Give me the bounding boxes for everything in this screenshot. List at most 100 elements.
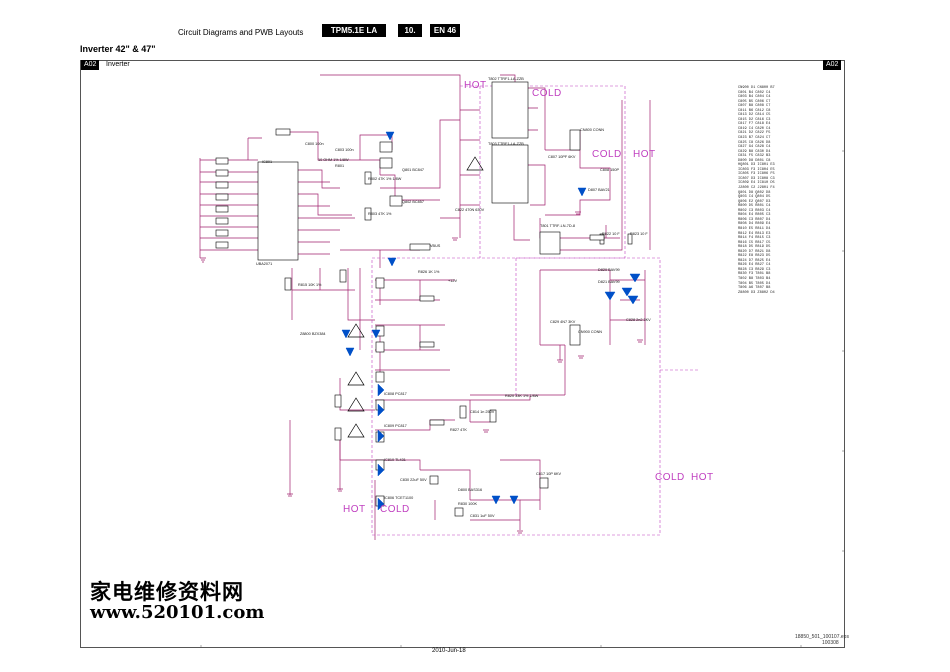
component-label: IC801 xyxy=(262,160,273,164)
parts-row: R816 C5 R817 C5 xyxy=(738,240,771,245)
parts-row: Z8800 D3 Z8802 D4 xyxy=(738,290,775,295)
component-label: D807 BAV21 xyxy=(588,188,610,192)
parts-row: C819 C4 C820 C4 xyxy=(738,126,771,131)
component-label: R826 1K 1% xyxy=(418,270,440,274)
component-label: C800 100n xyxy=(305,142,324,146)
parts-row: R824 D7 R825 E4 xyxy=(738,258,771,263)
parts-row: C817 F7 C818 E4 xyxy=(738,122,771,127)
component-label: IC810 TL431 xyxy=(384,458,406,462)
component-label: 10 OHM 1% 1/8W xyxy=(318,158,349,162)
component-label: R801 xyxy=(335,164,345,168)
parts-row: C805 B5 C806 C7 xyxy=(738,99,771,104)
parts-row: C823 B7 C824 C7 xyxy=(738,136,771,141)
footer-file-code: 18850_501_100107.eps xyxy=(795,634,849,640)
transformer-t802 xyxy=(491,81,529,139)
component-label: C829 4N7 3KV xyxy=(550,320,576,324)
zone-hot-right: HOT xyxy=(691,472,714,483)
component-label: UBA2071 xyxy=(256,262,273,266)
component-label: C828 2n2 3KV xyxy=(626,318,651,322)
component-label: T803 TTRF1-LA-ZZB xyxy=(488,142,524,146)
component-label: Z8800 BZX384 xyxy=(300,332,326,336)
component-label: C807 10PF 6KV xyxy=(548,155,576,159)
components xyxy=(215,81,633,517)
component-label: C822 470N 630V xyxy=(455,208,485,212)
parts-row: R804 E4 R805 C3 xyxy=(738,213,771,218)
component-label: R820 33K 1% 1/8W xyxy=(505,394,539,398)
parts-row: C807 B8 C808 C7 xyxy=(738,104,771,109)
component-label: CN900 CONN xyxy=(578,330,603,334)
parts-row: C801 B4 C802 C4 xyxy=(738,90,771,95)
parts-row: IC803 F3 IC804 E5 xyxy=(738,167,775,172)
frame-tag-left: A02 xyxy=(81,60,100,70)
component-label: C814 1n 250V xyxy=(470,410,495,414)
parts-row: C811 B6 C812 C8 xyxy=(738,108,771,113)
parts-row: R808 D4 R809 E4 xyxy=(738,222,771,227)
component-label: D820 BAV99 xyxy=(598,268,620,272)
parts-row: R826 E4 R827 C4 xyxy=(738,263,771,268)
zone-cold-mid: COLD xyxy=(592,149,622,160)
footer-date: 2010-Jun-18 xyxy=(432,648,466,654)
parts-row: R830 F3 T801 B8 xyxy=(738,272,771,277)
component-label: CN800 CONN xyxy=(580,128,605,132)
parts-row: HQ801 D3 IC801 E3 xyxy=(738,163,775,168)
parts-row: J2800 C2 J2801 F4 xyxy=(738,186,775,191)
parts-row: IC805 F3 IC806 F5 xyxy=(738,172,775,177)
zone-cold-top: COLD xyxy=(532,88,562,99)
parts-row: C815 D2 C816 C3 xyxy=(738,117,771,122)
parts-row: C831 F5 C832 B3 xyxy=(738,154,771,159)
parts-row: C803 B4 C804 C4 xyxy=(738,95,771,100)
component-label: C831 1uF 50V xyxy=(470,514,495,518)
zone-cold-bottom: COLD xyxy=(380,504,410,515)
parts-row: Q801 D8 Q802 D8 xyxy=(738,190,771,195)
parts-row: Q806 E2 Q807 D3 xyxy=(738,199,771,204)
ic801-body xyxy=(257,161,299,261)
component-label: VBUS xyxy=(430,244,441,248)
component-label: R822 10 F xyxy=(602,232,620,236)
watermark-url: www.520101.com xyxy=(90,602,265,623)
parts-row: R818 D5 R819 D5 xyxy=(738,245,771,250)
component-label: D800 BAS316 xyxy=(458,488,483,492)
isolation-boundaries xyxy=(371,85,700,536)
schematic-frame xyxy=(80,60,845,648)
component-label: R830 100K xyxy=(458,502,477,506)
ground-symbols xyxy=(200,211,643,534)
footer-number: 100308 xyxy=(822,640,839,646)
zone-cold-right: COLD xyxy=(655,472,685,483)
component-label: IC809 PC817 xyxy=(384,424,407,428)
component-label: Q801 BC847 xyxy=(402,168,424,172)
parts-row: R802 C3 R803 C4 xyxy=(738,208,771,213)
zone-hot-top: HOT xyxy=(464,80,487,91)
component-label: IC806 TCET1100 xyxy=(384,496,414,500)
parts-row: R822 E8 R823 D5 xyxy=(738,254,771,259)
wires xyxy=(199,74,651,540)
parts-row: R814 F4 R815 C3 xyxy=(738,236,771,241)
parts-row: T802 B8 T803 B4 xyxy=(738,276,771,281)
component-label: +12V xyxy=(448,279,457,283)
transformer-t803 xyxy=(491,144,529,204)
header-chassis-badge: TPM5.1E LA xyxy=(322,24,386,37)
parts-row: R812 E4 R813 E3 xyxy=(738,231,771,236)
parts-row: R800 D5 R801 C4 xyxy=(738,204,771,209)
component-label: R802 47K 1% 1/8W xyxy=(368,177,402,181)
parts-row: D800 D8 D801 C8 xyxy=(738,158,771,163)
frame-tag-right: A02 xyxy=(823,60,842,70)
parts-row: Q803 C4 Q804 D5 xyxy=(738,195,771,200)
parts-row: R820 D7 R821 D8 xyxy=(738,249,771,254)
parts-row: T804 B5 T805 D4 xyxy=(738,281,771,286)
component-label: T801 TTRF-LN-7D-8 xyxy=(540,224,575,228)
parts-row: R810 E5 R811 D4 xyxy=(738,226,771,231)
parts-row: C829 B8 C830 D4 xyxy=(738,149,771,154)
header-section-title: Circuit Diagrams and PWB Layouts xyxy=(178,28,304,37)
component-label: C803 100n xyxy=(335,148,354,152)
parts-row: C825 C8 C826 D8 xyxy=(738,140,771,145)
transformer-t801 xyxy=(539,231,561,255)
parts-row: T806 A6 T807 B8 xyxy=(738,286,771,291)
component-label: C817 10P 6KV xyxy=(536,472,562,476)
component-label: C830 22uF 50V xyxy=(400,478,427,482)
parts-row: IC809 E4 IC810 D5 xyxy=(738,181,775,186)
parts-row: C821 D2 C822 F5 xyxy=(738,131,771,136)
warning-triangles xyxy=(347,156,484,438)
component-label: T802 TTRF1-LA-ZZB xyxy=(488,77,524,81)
